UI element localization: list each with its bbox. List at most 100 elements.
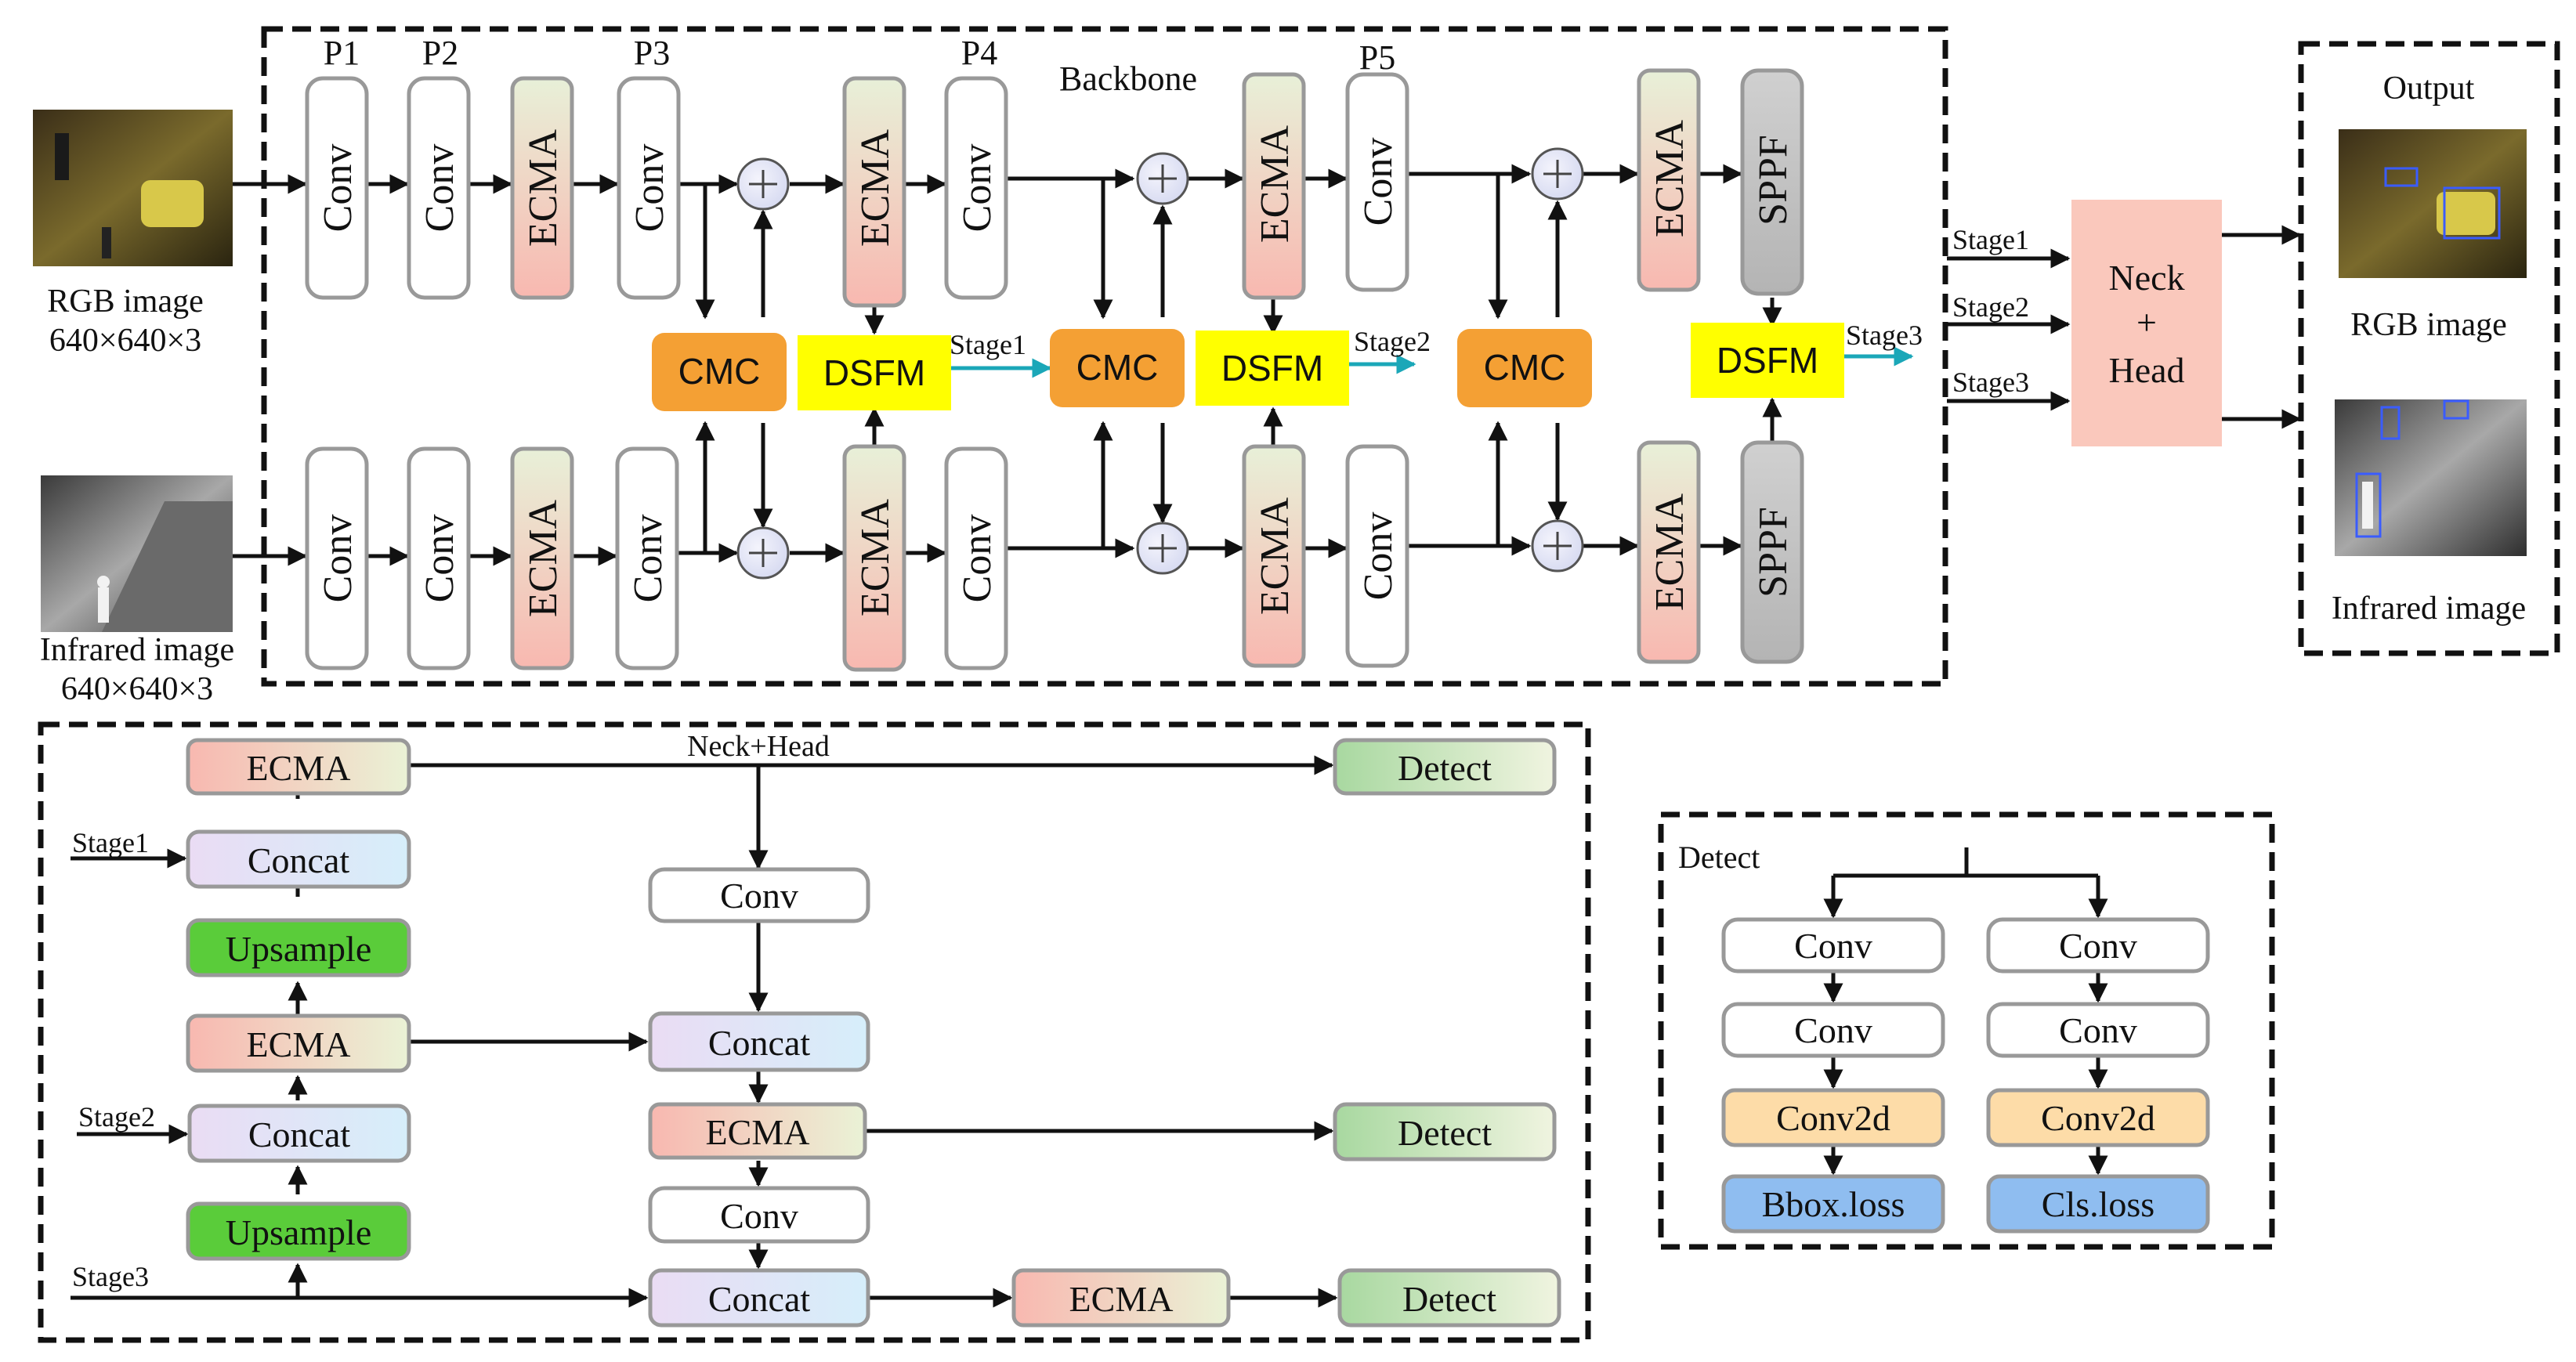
add-node-rgb-1 xyxy=(736,157,790,211)
svg-text:ECMA: ECMA xyxy=(1253,125,1297,243)
svg-text:Detect: Detect xyxy=(1398,748,1492,788)
svg-text:Neck: Neck xyxy=(2108,258,2184,298)
svg-text:Detect: Detect xyxy=(1402,1279,1496,1319)
svg-text:DSFM: DSFM xyxy=(1717,340,1818,381)
dsfm-block-1: DSFM xyxy=(798,335,951,410)
svg-text:SPPF: SPPF xyxy=(1751,135,1796,226)
detect-panel xyxy=(1658,811,2275,1250)
stage1-output-label: Stage1 xyxy=(950,329,1026,360)
svg-text:DSFM: DSFM xyxy=(823,352,925,393)
ir-conv-p5: Conv xyxy=(1345,444,1409,668)
detect-cls-loss: Cls.loss xyxy=(1986,1174,2210,1234)
rgb-ecma-3: ECMA xyxy=(1242,72,1306,300)
cmc-block-2: CMC xyxy=(1050,329,1185,407)
svg-text:Conv: Conv xyxy=(316,144,360,233)
stage-label-p1: P1 xyxy=(324,34,360,72)
detect-output-2: Detect xyxy=(1333,1102,1557,1161)
neck-stage3-label: Stage3 xyxy=(72,1261,149,1292)
neck-ecma-top: ECMA xyxy=(186,738,411,796)
neck-upsample-2: Upsample xyxy=(186,1201,411,1261)
neck-concat-4: Concat xyxy=(648,1268,870,1328)
output-title: Output xyxy=(2383,70,2475,107)
neck-ecma-mid: ECMA xyxy=(186,1013,411,1073)
add-node-ir-2 xyxy=(1136,522,1189,575)
rgb-output-image xyxy=(2339,129,2527,278)
neck-input-stage3: Stage3 xyxy=(1952,367,2029,398)
svg-text:ECMA: ECMA xyxy=(1648,493,1692,611)
neck-head-title: Neck+Head xyxy=(687,730,830,763)
rgb-conv-p4: Conv xyxy=(944,76,1008,300)
svg-text:ECMA: ECMA xyxy=(706,1112,810,1152)
neck-head-block: Neck + Head xyxy=(2071,200,2222,446)
neck-upsample-1: Upsample xyxy=(186,918,411,977)
detect-right-conv-1: Conv xyxy=(1986,917,2210,974)
rgb-sppf: SPPF xyxy=(1740,68,1804,296)
ir-ecma-3: ECMA xyxy=(1242,444,1306,668)
rgb-input-image xyxy=(33,110,233,266)
infrared-output-label: Infrared image xyxy=(2332,591,2526,627)
rgb-input-label: RGB image xyxy=(47,284,203,320)
svg-text:Conv: Conv xyxy=(1794,926,1872,966)
svg-text:Conv: Conv xyxy=(418,144,462,233)
svg-text:CMC: CMC xyxy=(1484,347,1566,388)
rgb-output-label: RGB image xyxy=(2350,307,2506,343)
infrared-output-image xyxy=(2335,399,2527,556)
detect-left-conv-1: Conv xyxy=(1721,917,1945,974)
svg-text:Conv: Conv xyxy=(955,144,1000,233)
rgb-input-size: 640×640×3 xyxy=(49,323,201,359)
neck-ecma-4: ECMA xyxy=(1011,1268,1231,1328)
rgb-ecma-4: ECMA xyxy=(1637,68,1701,292)
svg-text:Conv: Conv xyxy=(628,144,672,233)
svg-text:ECMA: ECMA xyxy=(521,128,566,247)
stage-label-p4: P4 xyxy=(961,34,997,72)
svg-text:Conv2d: Conv2d xyxy=(1776,1098,1890,1138)
detect-left-conv2d: Conv2d xyxy=(1721,1088,1945,1147)
dsfm-block-3: DSFM xyxy=(1691,323,1844,398)
detect-left-conv-2: Conv xyxy=(1721,1002,1945,1058)
neck-stage2-label: Stage2 xyxy=(78,1101,155,1133)
svg-text:Conv2d: Conv2d xyxy=(2041,1098,2155,1138)
ir-conv-p3: Conv xyxy=(615,446,679,670)
ir-ecma-2: ECMA xyxy=(842,444,906,672)
detect-output-3: Detect xyxy=(1337,1268,1561,1328)
detect-right-conv2d: Conv2d xyxy=(1986,1088,2210,1147)
infrared-input-image xyxy=(41,475,233,632)
add-node-rgb-3 xyxy=(1531,147,1584,201)
rgb-conv-p5: Conv xyxy=(1345,72,1409,292)
rgb-conv-p1: Conv xyxy=(305,76,369,300)
neck-head-panel xyxy=(38,721,1591,1343)
stage3-output-label: Stage3 xyxy=(1846,320,1923,351)
svg-text:DSFM: DSFM xyxy=(1221,348,1323,388)
infrared-input-size: 640×640×3 xyxy=(61,671,213,707)
neck-concat-1: Concat xyxy=(186,829,411,889)
ir-conv-p4: Conv xyxy=(944,446,1008,670)
svg-text:Upsample: Upsample xyxy=(226,929,372,969)
backbone-panel xyxy=(261,26,1948,687)
detect-output-1: Detect xyxy=(1333,738,1557,796)
infrared-input-label: Infrared image xyxy=(40,632,234,668)
stage-label-p3: P3 xyxy=(634,34,670,72)
neck-concat-3: Concat xyxy=(648,1011,870,1072)
rgb-conv-p2: Conv xyxy=(407,76,471,300)
add-node-rgb-2 xyxy=(1136,152,1189,205)
svg-text:ECMA: ECMA xyxy=(1253,497,1297,615)
svg-text:Conv: Conv xyxy=(1356,138,1401,226)
svg-text:ECMA: ECMA xyxy=(247,1024,351,1064)
svg-text:Concat: Concat xyxy=(708,1279,811,1319)
rgb-ecma-2: ECMA xyxy=(842,76,906,308)
neck-ecma-3: ECMA xyxy=(648,1102,867,1160)
svg-text:Conv: Conv xyxy=(626,515,671,603)
cmc-block-3: CMC xyxy=(1457,329,1592,407)
svg-text:+: + xyxy=(2136,302,2157,342)
svg-text:Conv: Conv xyxy=(955,515,1000,603)
svg-text:Conv: Conv xyxy=(2059,926,2137,966)
svg-text:Conv: Conv xyxy=(316,515,360,603)
detect-right-conv-2: Conv xyxy=(1986,1002,2210,1058)
svg-text:Head: Head xyxy=(2108,350,2184,390)
neck-stage1-label: Stage1 xyxy=(72,827,149,858)
neck-conv-2: Conv xyxy=(648,1186,870,1244)
svg-text:Conv: Conv xyxy=(720,1196,798,1236)
svg-text:Conv: Conv xyxy=(720,876,798,916)
svg-text:ECMA: ECMA xyxy=(1648,119,1692,237)
